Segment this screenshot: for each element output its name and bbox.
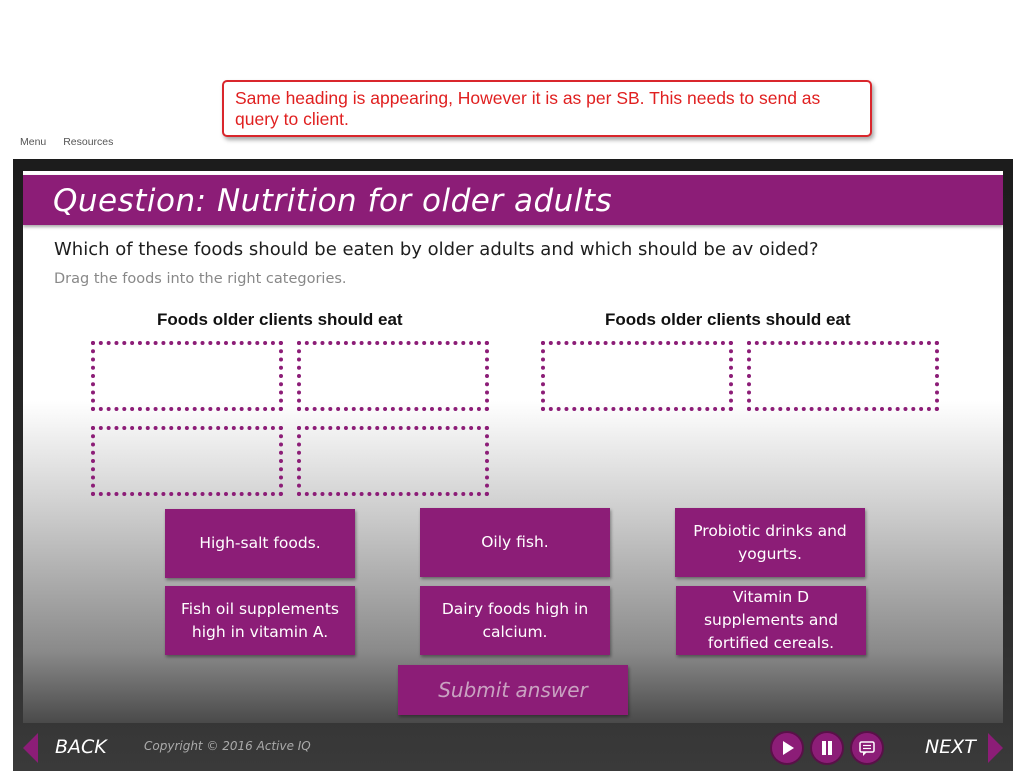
back-arrow-icon[interactable]: [23, 733, 38, 763]
back-button[interactable]: BACK: [55, 736, 107, 758]
drop-zone-avoid-1[interactable]: [541, 341, 733, 411]
category-heading-second: Foods older clients should eat: [605, 310, 851, 329]
submit-answer-button[interactable]: Submit answer: [398, 665, 628, 715]
title-bar: Question: Nutrition for older adults: [23, 175, 1003, 225]
instruction-text: Drag the foods into the right categories…: [54, 271, 347, 287]
question-text: Which of these foods should be eaten by …: [54, 239, 819, 260]
category-heading-eat: Foods older clients should eat: [157, 310, 403, 329]
drop-zone-eat-2[interactable]: [297, 341, 489, 411]
pause-icon: [822, 741, 832, 755]
next-button[interactable]: NEXT: [925, 736, 976, 758]
drop-zone-eat-1[interactable]: [91, 341, 283, 411]
slide-title: Question: Nutrition for older adults: [53, 183, 613, 219]
drag-tile-high-salt[interactable]: High-salt foods.: [165, 509, 355, 578]
player-footer: BACK Copyright © 2016 Active IQ NEXT: [13, 723, 1013, 771]
next-arrow-icon[interactable]: [988, 733, 1003, 763]
drop-zone-avoid-2[interactable]: [747, 341, 939, 411]
slide-canvas: Question: Nutrition for older adults Whi…: [23, 171, 1003, 723]
transcript-icon: [859, 741, 875, 756]
drag-tile-vitamin-d[interactable]: Vitamin D supplements and fortified cere…: [676, 586, 866, 655]
pause-button[interactable]: [812, 733, 842, 763]
review-annotation-callout: Same heading is appearing, However it is…: [222, 80, 872, 137]
copyright-text: Copyright © 2016 Active IQ: [144, 739, 311, 753]
play-button[interactable]: [772, 733, 802, 763]
drop-zone-eat-4[interactable]: [297, 426, 489, 496]
drop-zone-eat-3[interactable]: [91, 426, 283, 496]
annotation-text: Same heading is appearing, However it is…: [235, 88, 821, 129]
drag-tile-oily-fish[interactable]: Oily fish.: [420, 508, 610, 577]
drag-tile-dairy[interactable]: Dairy foods high in calcium.: [420, 586, 610, 655]
play-icon: [783, 741, 794, 755]
transcript-button[interactable]: [852, 733, 882, 763]
top-nav: Menu Resources: [20, 136, 127, 148]
drag-tile-fish-oil[interactable]: Fish oil supplements high in vitamin A.: [165, 586, 355, 655]
drag-tile-probiotic[interactable]: Probiotic drinks and yogurts.: [675, 508, 865, 577]
menu-link[interactable]: Menu: [20, 136, 47, 148]
resources-link[interactable]: Resources: [63, 136, 114, 148]
